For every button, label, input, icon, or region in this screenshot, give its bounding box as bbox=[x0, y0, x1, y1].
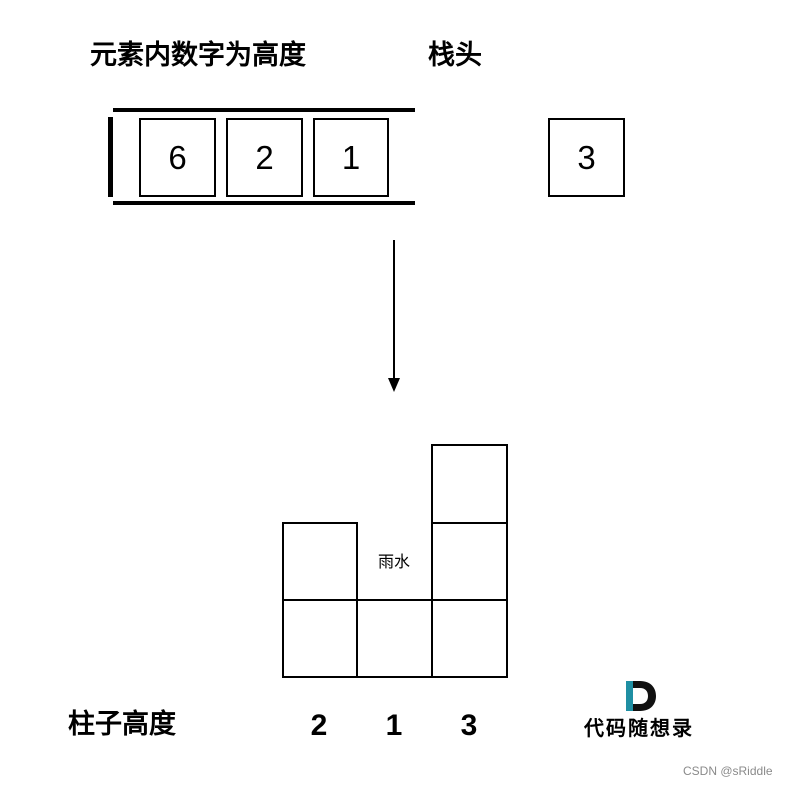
current-element: 3 bbox=[548, 118, 625, 197]
stack-element: 2 bbox=[226, 118, 303, 197]
column-height-value: 3 bbox=[460, 709, 478, 742]
logo-d-icon bbox=[626, 681, 656, 711]
column-block bbox=[431, 444, 508, 524]
column-block bbox=[431, 522, 508, 601]
stack-bottom-rail bbox=[113, 201, 415, 205]
column-block bbox=[282, 599, 358, 678]
column-height-value: 1 bbox=[385, 709, 403, 742]
stack-top-label: 栈头 bbox=[428, 40, 482, 71]
column-block bbox=[431, 599, 508, 678]
column-height-label: 柱子高度 bbox=[68, 709, 176, 740]
column-block bbox=[282, 522, 358, 601]
watermark: CSDN @sRiddle bbox=[683, 764, 773, 778]
stack-bottom-wall bbox=[108, 117, 113, 197]
column-block bbox=[356, 599, 433, 678]
stack-top-rail bbox=[113, 108, 415, 112]
rain-water-label: 雨水 bbox=[378, 552, 411, 571]
column-height-value: 2 bbox=[310, 709, 328, 742]
stack-element: 1 bbox=[313, 118, 389, 197]
stack-element: 6 bbox=[139, 118, 216, 197]
logo-text: 代码随想录 bbox=[584, 716, 694, 740]
stack-heading: 元素内数字为高度 bbox=[90, 40, 306, 71]
